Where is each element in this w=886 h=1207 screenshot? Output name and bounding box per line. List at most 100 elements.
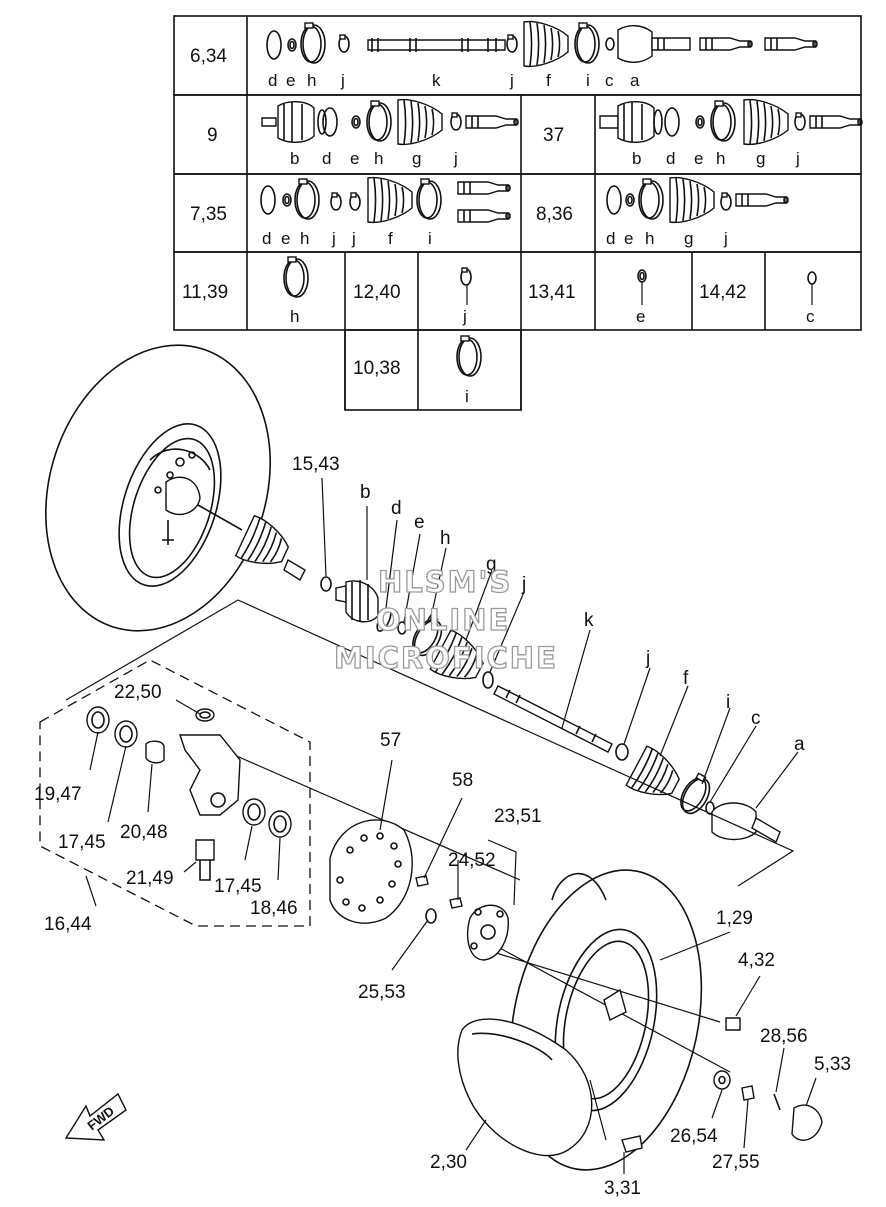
row-label-8-36: 8,36: [536, 204, 573, 225]
row3-letter-f: f: [388, 229, 393, 248]
kit-table: 6,34 9 37 7,35 8,36 11,39 12,40 13,41 14…: [173, 15, 863, 411]
row2b-letter-h: h: [716, 149, 725, 168]
callout-25-53: 25,53: [358, 982, 406, 1003]
row-label-7-35: 7,35: [190, 204, 227, 225]
row3b-letter-g: g: [684, 229, 693, 248]
row-label-11-39: 11,39: [182, 282, 228, 303]
row3b-letter-d: d: [606, 229, 615, 248]
row2b-letter-d: d: [666, 149, 675, 168]
row2b-letter-b: b: [632, 149, 641, 168]
watermark-line-2: ONLINE: [376, 603, 510, 637]
callout-24-52: 24,52: [448, 850, 496, 871]
row3b-letter-h: h: [645, 229, 654, 248]
row-label-12-40: 12,40: [353, 282, 401, 303]
row4-letter-e: e: [636, 307, 645, 326]
callout-b: b: [360, 482, 371, 503]
callout-d: d: [391, 498, 402, 519]
brake-disc: [329, 819, 463, 924]
row3-letter-e: e: [281, 229, 290, 248]
callout-58: 58: [452, 770, 473, 791]
row-parts-8-36: d e h g j: [606, 176, 789, 248]
row3-letter-d: d: [262, 229, 271, 248]
callout-19-47: 19,47: [34, 784, 82, 805]
row2b-letter-j: j: [795, 149, 800, 168]
callout-k: k: [584, 610, 594, 631]
row1-letter-h: h: [307, 71, 316, 90]
row2-letter-b: b: [290, 149, 299, 168]
callout-leaders: [85, 477, 817, 1174]
callout-1-29: 1,29: [716, 908, 753, 929]
row5-letter-i: i: [465, 387, 469, 406]
row4-letter-h: h: [290, 307, 299, 326]
forward-arrow-icon: FWD: [64, 1092, 127, 1141]
callout-j: j: [521, 574, 526, 595]
callout-g: g: [486, 554, 497, 575]
row-parts-6-34: d e h j k j f i c a: [266, 20, 818, 90]
row3b-letter-j: j: [723, 229, 728, 248]
row2b-letter-g: g: [756, 149, 765, 168]
callout-4-32: 4,32: [738, 950, 775, 971]
row1-letter-j: j: [340, 71, 345, 90]
row-label-10-38: 10,38: [353, 358, 401, 379]
row1-letter-d: d: [268, 71, 277, 90]
row-label-6-34: 6,34: [190, 46, 227, 67]
callout-a: a: [794, 734, 805, 755]
watermark: HLSM'S ONLINE MICROFICHE: [333, 564, 558, 675]
row1-letter-i: i: [586, 71, 590, 90]
knuckle-group: [39, 659, 311, 927]
row1-letter-c: c: [605, 71, 614, 90]
callout-h: h: [440, 528, 451, 549]
row1-letter-j2: j: [509, 71, 514, 90]
row3-letter-j: j: [331, 229, 336, 248]
callout-labels: 15,43 b d e h g j k j f i c a 22,50 57 5…: [34, 454, 851, 1199]
row1-letter-e: e: [286, 71, 295, 90]
row1-letter-a: a: [630, 71, 640, 90]
callout-18-46: 18,46: [250, 898, 298, 919]
row-label-37: 37: [543, 125, 564, 146]
callout-20-48: 20,48: [120, 822, 168, 843]
row3-letter-h: h: [300, 229, 309, 248]
row4-letter-c: c: [806, 307, 815, 326]
row3-letter-j2: j: [351, 229, 356, 248]
row2-letter-d: d: [322, 149, 331, 168]
row2b-letter-e: e: [694, 149, 703, 168]
callout-e: e: [414, 512, 425, 533]
row2-letter-j: j: [453, 149, 458, 168]
wheel-hub: [466, 904, 509, 961]
watermark-line-3: MICROFICHE: [334, 641, 558, 675]
left-wheel-assembly: [45, 344, 306, 632]
row4-letter-j: j: [462, 307, 467, 326]
watermark-line-1: HLSM'S: [378, 565, 512, 599]
row2-letter-e: e: [350, 149, 359, 168]
row3b-letter-e: e: [624, 229, 633, 248]
callout-21-49: 21,49: [126, 868, 174, 889]
callout-26-54: 26,54: [670, 1126, 718, 1147]
callout-5-33: 5,33: [814, 1054, 851, 1075]
row-label-13-41: 13,41: [528, 282, 576, 303]
callout-17-45-b: 17,45: [214, 876, 262, 897]
callout-3-31: 3,31: [604, 1178, 641, 1199]
callout-16-44: 16,44: [44, 914, 92, 935]
callout-28-56: 28,56: [760, 1026, 808, 1047]
row-label-9: 9: [207, 125, 218, 146]
row-parts-9: b d e h g j: [261, 98, 519, 168]
callout-15-43: 15,43: [292, 454, 340, 475]
callout-17-45-a: 17,45: [58, 832, 106, 853]
callout-j-2: j: [645, 648, 650, 669]
row3-letter-i: i: [428, 229, 432, 248]
callout-f: f: [683, 668, 689, 689]
callout-i: i: [726, 692, 730, 713]
row-label-14-42: 14,42: [699, 282, 747, 303]
callout-c: c: [751, 708, 761, 729]
right-wheel-assembly: [457, 869, 823, 1171]
row1-letter-k: k: [432, 71, 441, 90]
row-parts-singles: h j e c i: [283, 256, 817, 406]
row1-letter-f: f: [546, 71, 551, 90]
callout-57: 57: [380, 730, 401, 751]
row-parts-7-35: d e h j j f i: [260, 176, 511, 248]
callout-22-50: 22,50: [114, 682, 162, 703]
row-parts-37: b d e h g j: [599, 98, 863, 168]
row2-letter-g: g: [412, 149, 421, 168]
callout-27-55: 27,55: [712, 1152, 760, 1173]
